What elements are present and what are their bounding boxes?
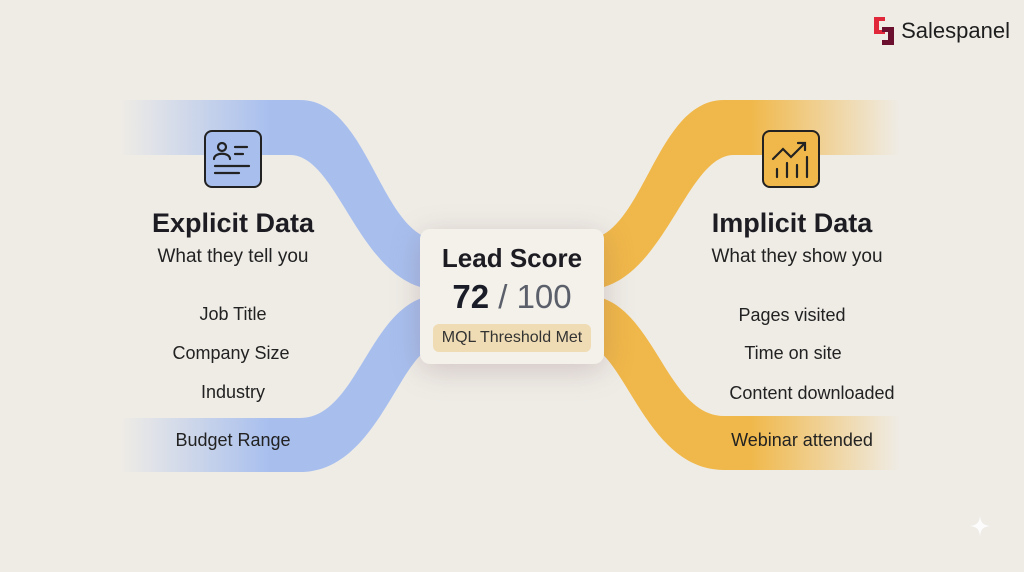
implicit-bottom-band	[584, 295, 904, 470]
contact-card-icon	[204, 130, 262, 188]
explicit-item: Job Title	[199, 304, 267, 324]
brand-name: Salespanel	[901, 18, 1010, 43]
lead-score-card: Lead Score 72 / 100 MQL Threshold Met	[420, 229, 604, 364]
explicit-item: Company Size	[172, 343, 290, 363]
explicit-title: Explicit Data	[151, 208, 315, 238]
salespanel-logo: Salespanel	[873, 16, 1010, 46]
sparkle-icon	[970, 516, 990, 536]
implicit-item: Time on site	[744, 343, 842, 363]
explicit-subtitle: What they tell you	[157, 246, 309, 267]
explicit-bottom-band	[120, 295, 440, 472]
score-max: / 100	[498, 278, 572, 315]
lead-score-title: Lead Score	[441, 243, 583, 273]
trending-chart-icon	[762, 130, 820, 188]
implicit-item: Webinar attended	[731, 430, 873, 450]
implicit-item: Pages visited	[738, 305, 846, 325]
salespanel-logo-icon	[874, 17, 895, 45]
mql-badge: MQL Threshold Met	[432, 324, 592, 352]
implicit-title: Implicit Data	[711, 208, 873, 238]
lead-score-value: 72 / 100	[420, 278, 604, 316]
explicit-top-band	[120, 100, 440, 290]
explicit-item: Industry	[200, 382, 266, 402]
implicit-top-band	[584, 100, 904, 290]
implicit-subtitle: What they show you	[711, 246, 883, 267]
score: 72	[452, 278, 490, 315]
explicit-item: Budget Range	[175, 430, 291, 450]
implicit-item: Content downloaded	[729, 383, 895, 403]
